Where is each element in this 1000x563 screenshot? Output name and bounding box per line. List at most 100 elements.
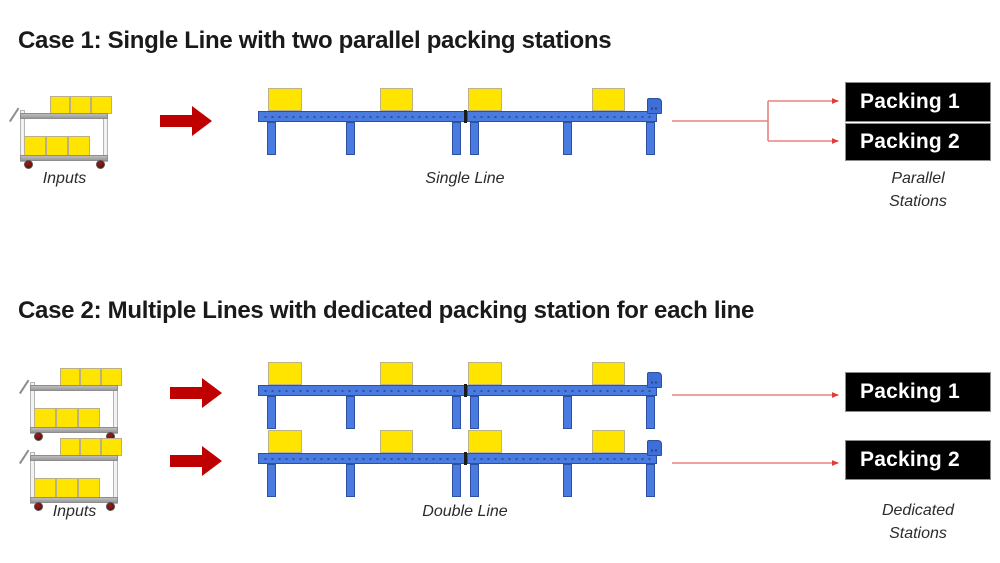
double-line-conveyor-bottom bbox=[258, 430, 668, 497]
conveyor-leg bbox=[563, 122, 572, 155]
input-cart bbox=[19, 430, 127, 515]
cart-shelf-bottom bbox=[20, 155, 108, 161]
conveyor-seam bbox=[464, 452, 467, 465]
cart-box bbox=[101, 438, 122, 456]
cart-wheel bbox=[24, 160, 33, 169]
flow-arrow-icon bbox=[168, 444, 224, 478]
conveyor-rollers bbox=[471, 115, 653, 119]
case2-line-caption: Double Line bbox=[422, 503, 508, 520]
cart-box bbox=[78, 478, 100, 498]
conveyor-rollers bbox=[471, 457, 653, 461]
conveyor-leg bbox=[267, 122, 276, 155]
cart-box bbox=[56, 478, 78, 498]
conveyor-leg bbox=[452, 122, 461, 155]
case1-stations-caption-line1: Parallel bbox=[891, 170, 945, 187]
cart-box bbox=[60, 368, 80, 386]
conveyor-package bbox=[468, 430, 502, 453]
conveyor-belt-section bbox=[467, 111, 657, 122]
case2-stations-caption-line1: Dedicated bbox=[881, 502, 955, 519]
case2-stations-caption: Dedicated Stations bbox=[845, 500, 991, 545]
flow-arrow-icon bbox=[158, 104, 214, 138]
conveyor-leg bbox=[563, 396, 572, 429]
flow-arrow-icon bbox=[168, 376, 224, 410]
cart-box bbox=[34, 408, 56, 428]
conveyor-leg bbox=[346, 396, 355, 429]
case1-stations-caption-line2: Stations bbox=[889, 192, 947, 210]
cart-box bbox=[34, 478, 56, 498]
case2-title: Case 2: Multiple Lines with dedicated pa… bbox=[18, 297, 755, 324]
conveyor-end-head bbox=[647, 440, 662, 456]
packing-station-1[interactable]: Packing 1 bbox=[845, 82, 991, 122]
cart-box bbox=[46, 136, 68, 156]
input-cart bbox=[19, 360, 127, 445]
conveyor-package bbox=[380, 362, 413, 385]
conveyor-package bbox=[468, 88, 502, 111]
case2-inputs-caption: Inputs bbox=[52, 503, 97, 520]
conveyor-rollers bbox=[262, 115, 461, 119]
cart-box bbox=[70, 96, 91, 114]
case1-inputs-caption: Inputs bbox=[42, 170, 87, 187]
case1-title: Case 1: Single Line with two parallel pa… bbox=[18, 27, 612, 54]
cart-box bbox=[91, 96, 112, 114]
cart-box bbox=[50, 96, 70, 114]
conveyor-rollers bbox=[262, 457, 461, 461]
conveyor-leg bbox=[470, 122, 479, 155]
cart-box bbox=[60, 438, 80, 456]
conveyor-leg bbox=[267, 396, 276, 429]
packing-station-2[interactable]: Packing 2 bbox=[845, 440, 991, 480]
conveyor-leg bbox=[346, 464, 355, 497]
conveyor-package bbox=[380, 88, 413, 111]
conveyor-package bbox=[592, 362, 625, 385]
single-line-conveyor bbox=[258, 88, 668, 155]
conveyor-package bbox=[592, 430, 625, 453]
cart-wheel bbox=[34, 432, 43, 441]
cart-shelf-top bbox=[20, 113, 108, 119]
cart-shelf-top bbox=[30, 385, 118, 391]
cart-wheel bbox=[34, 502, 43, 511]
conveyor-belt-section bbox=[258, 453, 465, 464]
cart-shelf-bottom bbox=[30, 427, 118, 433]
cart-box bbox=[80, 368, 101, 386]
conveyor-package bbox=[268, 430, 302, 453]
cart-box bbox=[68, 136, 90, 156]
conveyor-end-head bbox=[647, 98, 662, 114]
conveyor-belt-section bbox=[467, 453, 657, 464]
conveyor-leg bbox=[646, 122, 655, 155]
conveyor-leg bbox=[470, 396, 479, 429]
conveyor-rollers bbox=[471, 389, 653, 393]
cart-wheel bbox=[96, 160, 105, 169]
conveyor-leg bbox=[452, 464, 461, 497]
cart-shelf-bottom bbox=[30, 497, 118, 503]
conveyor-leg bbox=[646, 464, 655, 497]
case1-split-connector bbox=[672, 98, 839, 144]
conveyor-rollers bbox=[262, 389, 461, 393]
cart-wheel bbox=[106, 502, 115, 511]
cart-box bbox=[78, 408, 100, 428]
conveyor-package bbox=[380, 430, 413, 453]
case1-stations-caption: Parallel Stations bbox=[845, 168, 991, 213]
packing-station-1[interactable]: Packing 1 bbox=[845, 372, 991, 412]
cart-box bbox=[101, 368, 122, 386]
conveyor-seam bbox=[464, 110, 467, 123]
conveyor-leg bbox=[346, 122, 355, 155]
conveyor-end-head bbox=[647, 372, 662, 388]
conveyor-package bbox=[468, 362, 502, 385]
cart-box bbox=[24, 136, 46, 156]
conveyor-belt-section bbox=[258, 385, 465, 396]
conveyor-leg bbox=[452, 396, 461, 429]
conveyor-leg bbox=[267, 464, 276, 497]
conveyor-belt-section bbox=[467, 385, 657, 396]
conveyor-package bbox=[268, 88, 302, 111]
conveyor-seam bbox=[464, 384, 467, 397]
input-cart bbox=[9, 88, 117, 173]
case2-stations-caption-line2: Stations bbox=[889, 524, 947, 542]
conveyor-leg bbox=[563, 464, 572, 497]
conveyor-belt-section bbox=[258, 111, 465, 122]
cart-shelf-top bbox=[30, 455, 118, 461]
case1-line-caption: Single Line bbox=[425, 170, 505, 187]
cart-box bbox=[80, 438, 101, 456]
conveyor-leg bbox=[470, 464, 479, 497]
double-line-conveyor-top bbox=[258, 362, 668, 429]
packing-station-2[interactable]: Packing 2 bbox=[845, 123, 991, 161]
